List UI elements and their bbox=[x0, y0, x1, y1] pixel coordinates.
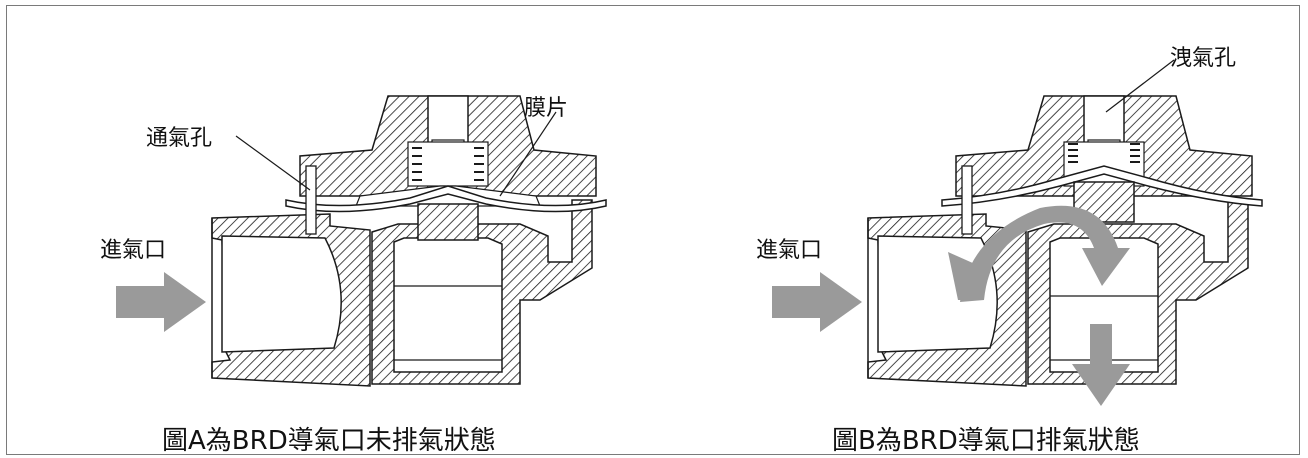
valve-b-diaphragm bbox=[941, 165, 1263, 207]
valve-a-plunger bbox=[417, 203, 479, 241]
valve-a-diaphragm bbox=[285, 185, 607, 213]
caption-a: 圖A為BRD導氣口未排氣狀態 bbox=[162, 426, 496, 456]
inlet-label-b: 進氣口 bbox=[756, 238, 823, 263]
diaphragm-label: 膜片 bbox=[524, 96, 569, 121]
inlet-label-a: 進氣口 bbox=[100, 238, 167, 263]
valve-b-outlet-arrow bbox=[1072, 324, 1130, 406]
valve-b-spring bbox=[1068, 143, 1140, 163]
valve-a-spring bbox=[412, 147, 484, 181]
caption-b: 圖B為BRD導氣口排氣狀態 bbox=[832, 426, 1140, 456]
valve-a-inlet-bore bbox=[221, 235, 342, 353]
valve-b-outlet-bore bbox=[1049, 237, 1159, 373]
vent-hole-label: 通氣孔 bbox=[146, 126, 213, 151]
bleed-hole-label: 洩氣孔 bbox=[1170, 46, 1237, 71]
valve-a-outlet-bore bbox=[393, 237, 503, 373]
figure-frame bbox=[6, 5, 1300, 455]
valve-a bbox=[116, 95, 607, 387]
valve-a-inlet-arrow bbox=[116, 272, 206, 332]
valve-b-inlet-arrow bbox=[772, 272, 862, 332]
valve-b-flow-curve-tail bbox=[948, 252, 984, 300]
valve-b bbox=[772, 59, 1263, 406]
valve-b-flow-curve-arrow bbox=[960, 205, 1130, 302]
